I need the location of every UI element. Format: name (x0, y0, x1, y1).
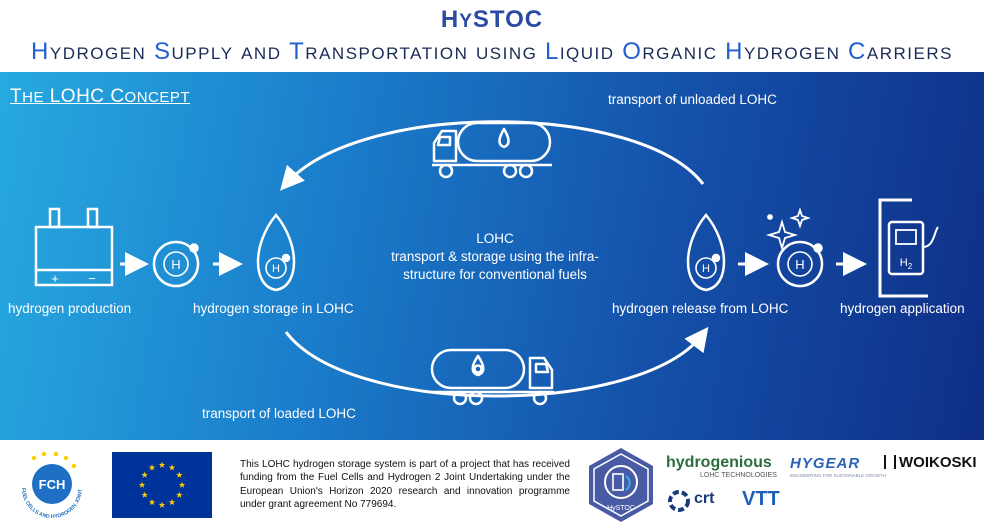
center-description: LOHC transport & storage using the infra… (345, 230, 645, 284)
subtitle-word: UPPLY (171, 44, 234, 63)
eu-stars (138, 461, 186, 508)
brand-h: H (440, 6, 460, 33)
fch-ju-logo: FCH FUEL CELLS AND HYDROGEN JOINT UNDERT… (4, 448, 84, 520)
center-line-2: structure for conventional fuels (403, 267, 587, 282)
subtitle-word: YDROGEN (49, 44, 147, 63)
hydrogen-molecule-icon (152, 240, 200, 288)
molecule-h: H (171, 257, 180, 272)
transport-unloaded-label: transport of unloaded LOHC (608, 92, 777, 107)
eu-star-icon (158, 461, 166, 468)
section-title-cap: C (110, 86, 125, 107)
subtitle-word: AND (241, 44, 282, 63)
hydrogenious-sub: LOHC TECHNOLOGIES (700, 472, 777, 479)
crt-logo: crt (694, 490, 715, 507)
subtitle-word: RANSPORTATION (305, 44, 469, 63)
step-label-release: hydrogen release from LOHC (612, 301, 789, 316)
brand-rest: STOC (472, 6, 544, 33)
center-line-1: transport & storage using the infra- (391, 249, 599, 264)
battery-minus: − (88, 271, 96, 286)
woikoski-text: WOIKOSKI (899, 454, 977, 471)
hydrogen-dispenser-icon (878, 198, 939, 298)
subtitle-word: RGANIC (642, 44, 718, 63)
truck-loaded-icon (430, 348, 554, 406)
battery-plus: + (51, 271, 59, 286)
eu-star-icon (178, 481, 186, 488)
battery-icon (34, 207, 114, 287)
subtitle-word: IQUID (559, 44, 615, 63)
subtitle-cap: L (544, 38, 560, 65)
eu-star-icon (168, 464, 176, 471)
storage-drop-h: H (272, 263, 280, 275)
eu-star-icon (158, 501, 166, 508)
step-label-application: hydrogen application (840, 301, 965, 316)
dispenser-label: H2 (900, 257, 913, 271)
truck-unloaded-icon (432, 121, 552, 179)
eu-star-icon (148, 464, 156, 471)
eu-flag (112, 452, 212, 518)
eu-star-icon (141, 471, 148, 478)
hystoc-badge-text: HySTOC (607, 505, 635, 512)
subtitle-word: ARRIERS (866, 44, 953, 63)
vtt-logo: VTT (742, 488, 780, 510)
hydrogen-molecule-clean-icon (776, 240, 824, 288)
section-title: THE LOHC CONCEPT (10, 86, 190, 108)
brand-y: Y (459, 11, 473, 32)
section-title-cap: T (10, 86, 23, 107)
subtitle-word: YDROGEN (743, 44, 841, 63)
release-drop-h: H (702, 263, 710, 275)
subtitle-cap: T (289, 38, 306, 65)
footer: FCH FUEL CELLS AND HYDROGEN JOINT UNDERT… (0, 440, 984, 529)
eu-star-icon (176, 471, 183, 478)
section-title-word: ONCEPT (124, 89, 191, 106)
hygear-logo: HYGEAR (790, 455, 861, 472)
project-subtitle: HYDROGEN SUPPLY AND TRANSPORTATION USING… (0, 38, 984, 66)
funding-statement: This LOHC hydrogen storage system is par… (240, 459, 570, 511)
subtitle-cap: S (153, 38, 172, 65)
hygear-sub: ENGINEERING FOR SUSTAINABLE GROWTH (790, 473, 886, 478)
crt-mark-icon (668, 490, 690, 512)
lohc-cycle-diagram: + − H H (34, 120, 939, 406)
subtitle-cap: O (622, 38, 643, 65)
loaded-transport-arc (284, 326, 709, 398)
eu-star-icon (176, 491, 183, 498)
fch-text: FCH (39, 477, 66, 492)
section-title-word: LOHC (49, 86, 105, 107)
unloaded-transport-arc (280, 120, 705, 191)
subtitle-cap: C (848, 38, 867, 65)
hydrogenious-logo: hydrogenious (666, 454, 772, 471)
subtitle-cap: H (31, 38, 50, 65)
woikoski-mark-icon (884, 455, 896, 469)
subtitle-cap: H (725, 38, 744, 65)
subtitle-word: USING (476, 44, 538, 63)
lohc-concept-panel: THE LOHC CONCEPT (0, 72, 984, 440)
eu-star-icon (138, 481, 146, 488)
sparkle-icon (765, 207, 811, 252)
brand-title: HYSTOC (0, 6, 984, 34)
section-title-word: HE (22, 89, 44, 106)
eu-star-icon (148, 498, 156, 506)
eu-star-icon (141, 491, 148, 498)
hystoc-badge: HySTOC (589, 448, 653, 522)
lohc-drop-release-icon (686, 213, 726, 292)
step-label-production: hydrogen production (8, 301, 132, 316)
woikoski-logo: WOIKOSKI (884, 454, 977, 471)
transport-loaded-label: transport of loaded LOHC (202, 406, 356, 421)
step-label-storage: hydrogen storage in LOHC (193, 301, 354, 316)
center-title: LOHC (476, 231, 514, 246)
lohc-drop-storage-icon (256, 213, 296, 292)
molecule-clean-h: H (795, 257, 804, 272)
header: HYSTOC HYDROGEN SUPPLY AND TRANSPORTATIO… (0, 0, 984, 72)
eu-star-icon (168, 498, 176, 506)
